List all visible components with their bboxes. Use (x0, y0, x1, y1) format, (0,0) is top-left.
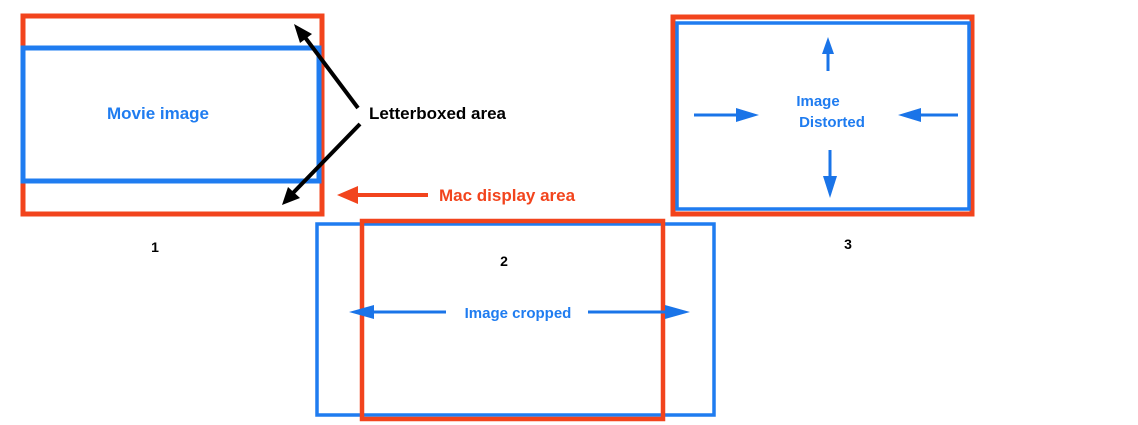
panel-cropped: 2 Image cropped (315, 218, 716, 422)
image-distorted-label-line2: Distorted (799, 114, 865, 131)
letterbox-arrow-down (282, 122, 362, 205)
movie-image-label: Movie image (107, 104, 209, 123)
mac-display-area-label: Mac display area (439, 186, 576, 205)
mac-display-frame-3 (670, 14, 975, 217)
panel-2-number: 2 (500, 253, 508, 269)
mac-display-frame-2 (359, 218, 666, 422)
image-distorted-label-line1: Image (796, 93, 839, 110)
letterboxed-area-label: Letterboxed area (369, 104, 507, 123)
distort-arrow-down (823, 150, 837, 198)
distort-arrow-right (694, 108, 759, 122)
distort-arrow-left (898, 108, 958, 122)
distort-arrow-up (822, 37, 834, 71)
movie-image-frame-2 (315, 222, 716, 417)
crop-arrow-right (588, 305, 690, 319)
panel-letterboxed: Movie image Letterboxed area 1 (20, 13, 507, 255)
panel-distorted: Image Distorted 3 (670, 14, 975, 252)
crop-arrow-left (349, 305, 446, 319)
panel-3-number: 3 (844, 236, 852, 252)
image-cropped-label: Image cropped (465, 305, 572, 322)
movie-image-frame-1 (20, 45, 322, 184)
mac-display-arrow (337, 186, 428, 204)
panel-1-number: 1 (151, 239, 159, 255)
movie-image-frame-3 (675, 21, 971, 211)
letterbox-arrow-up (294, 24, 360, 110)
